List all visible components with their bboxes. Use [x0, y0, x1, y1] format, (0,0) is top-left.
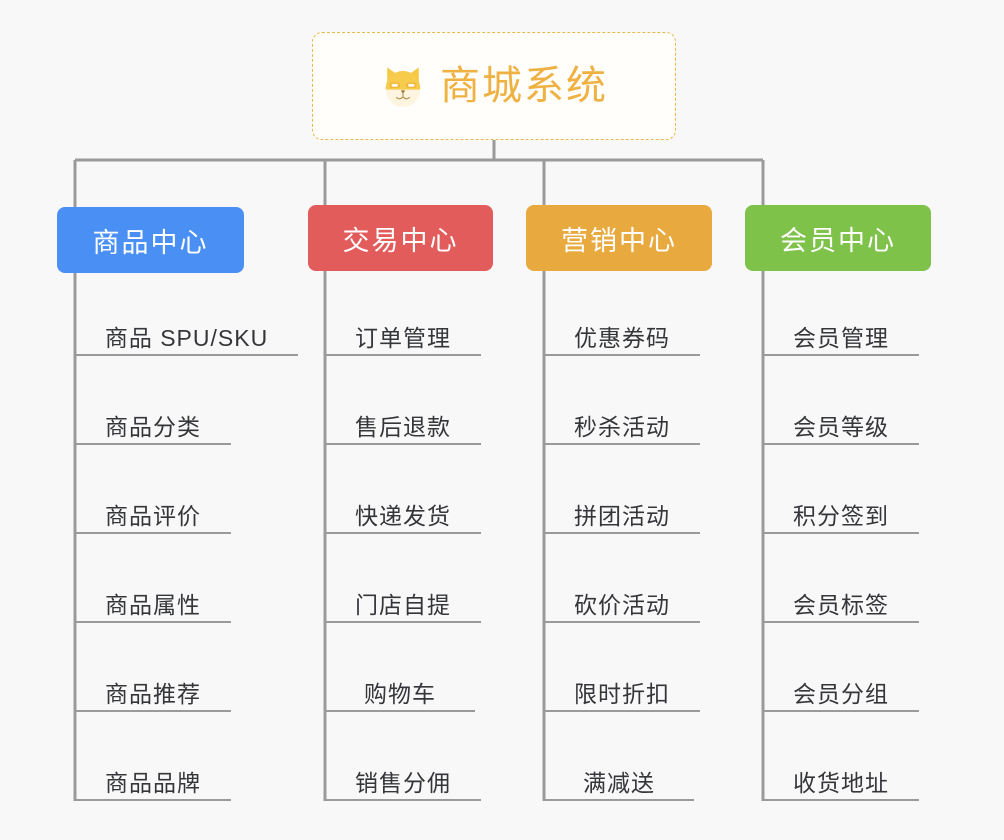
- leaf-label: 满减送: [583, 769, 655, 796]
- leaf-item[interactable]: 订单管理: [325, 312, 481, 356]
- leaf-label: 会员分组: [793, 680, 889, 707]
- leaf-item[interactable]: 商品分类: [75, 401, 231, 445]
- shiba-dog-face-icon: [385, 67, 421, 107]
- leaf-label: 订单管理: [355, 324, 451, 351]
- leaf-item[interactable]: 拼团活动: [544, 490, 700, 534]
- leaf-item[interactable]: 售后退款: [325, 401, 481, 445]
- leaf-label: 商品分类: [105, 413, 201, 440]
- leaf-item[interactable]: 会员标签: [763, 579, 919, 623]
- category-label: 营销中心: [561, 225, 677, 256]
- leaf-label: 会员标签: [793, 591, 889, 618]
- leaf-item[interactable]: 商品评价: [75, 490, 231, 534]
- category-box-marketing-center[interactable]: 营销中心: [526, 205, 712, 271]
- leaf-item[interactable]: 商品属性: [75, 579, 231, 623]
- category-box-trade-center[interactable]: 交易中心: [308, 205, 493, 271]
- leaf-item[interactable]: 会员分组: [763, 668, 919, 712]
- leaf-item[interactable]: 砍价活动: [544, 579, 700, 623]
- leaf-label: 购物车: [364, 680, 436, 707]
- leaf-label: 商品属性: [105, 591, 201, 618]
- leaf-item[interactable]: 满减送: [544, 757, 694, 801]
- leaf-label: 商品推荐: [105, 680, 201, 707]
- leaf-item[interactable]: 购物车: [325, 668, 475, 712]
- category-box-product-center[interactable]: 商品中心: [57, 207, 244, 273]
- leaf-item[interactable]: 积分签到: [763, 490, 919, 534]
- leaf-label: 快递发货: [355, 502, 451, 529]
- leaf-label: 销售分佣: [355, 769, 451, 796]
- leaf-label: 门店自提: [355, 591, 451, 618]
- leaf-item[interactable]: 优惠券码: [544, 312, 700, 356]
- leaf-label: 砍价活动: [574, 591, 670, 618]
- leaf-label: 售后退款: [355, 413, 451, 440]
- leaf-item[interactable]: 商品品牌: [75, 757, 231, 801]
- leaf-item[interactable]: 快递发货: [325, 490, 481, 534]
- category-label: 交易中心: [342, 225, 459, 256]
- leaf-label: 拼团活动: [574, 502, 670, 529]
- leaf-label: 秒杀活动: [574, 413, 670, 440]
- leaf-label: 会员等级: [793, 413, 889, 440]
- leaf-item[interactable]: 会员管理: [763, 312, 919, 356]
- leaf-label: 商品品牌: [105, 769, 201, 796]
- leaf-item[interactable]: 门店自提: [325, 579, 481, 623]
- leaf-label: 限时折扣: [574, 680, 670, 707]
- leaf-label: 会员管理: [793, 324, 889, 351]
- leaf-item[interactable]: 商品 SPU/SKU: [75, 312, 298, 356]
- root-node[interactable]: 商城系统: [312, 32, 676, 140]
- leaf-item[interactable]: 秒杀活动: [544, 401, 700, 445]
- leaf-item[interactable]: 会员等级: [763, 401, 919, 445]
- leaf-item[interactable]: 收货地址: [763, 757, 919, 801]
- category-label: 会员中心: [780, 225, 896, 256]
- leaf-label: 优惠券码: [574, 324, 670, 351]
- category-box-member-center[interactable]: 会员中心: [745, 205, 931, 271]
- leaf-item[interactable]: 商品推荐: [75, 668, 231, 712]
- leaf-item[interactable]: 限时折扣: [544, 668, 700, 712]
- category-label: 商品中心: [92, 227, 209, 258]
- leaf-item[interactable]: 销售分佣: [325, 757, 481, 801]
- root-title: 商城系统: [440, 64, 608, 108]
- leaf-label: 商品评价: [105, 502, 201, 529]
- leaf-label: 积分签到: [793, 502, 889, 529]
- leaf-label: 商品 SPU/SKU: [104, 324, 269, 351]
- leaf-label: 收货地址: [793, 769, 889, 796]
